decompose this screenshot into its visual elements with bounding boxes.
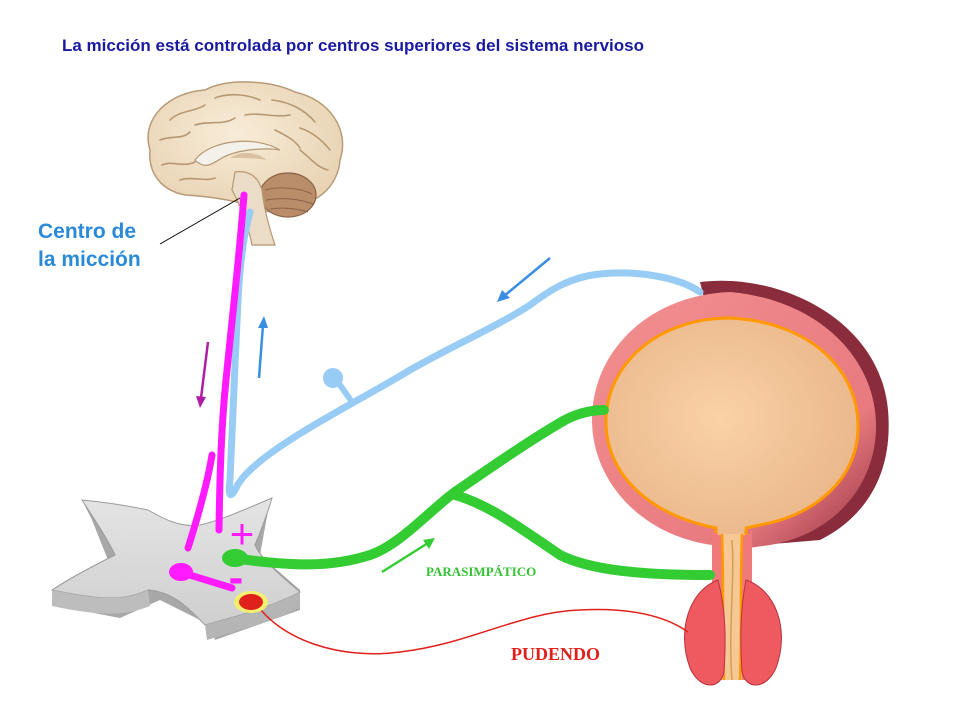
parasympathetic-neuron-body (222, 549, 248, 567)
sensory-terminal (323, 368, 343, 388)
sensory-flow-arrow (497, 257, 551, 302)
excitatory-sign: + (230, 510, 255, 557)
inhibitory-interneuron-body (169, 563, 193, 581)
descending-pathway (215, 191, 248, 534)
ascending-sensory-pathway (225, 208, 704, 499)
micturition-center-label-line2: la micción (38, 248, 141, 271)
bladder-illustration (592, 280, 889, 686)
pudendal-label: PUDENDO (511, 644, 600, 664)
descending-branch (184, 451, 216, 552)
micturition-center-label-line1: Centro de (38, 220, 137, 243)
ascending-flow-arrow (257, 316, 268, 379)
descending-flow-arrow (196, 341, 210, 408)
brain-illustration (147, 81, 344, 246)
micturition-center-label: Centro de la micción (38, 218, 141, 274)
page-title: La micción está controlada por centros s… (62, 36, 644, 55)
inhibitory-sign: - (229, 553, 244, 602)
center-leader-line (159, 197, 241, 245)
parasympathetic-branch (450, 490, 715, 580)
sensory-branch (337, 382, 355, 405)
parasympathetic-label: PARASIMPÁTICO (426, 564, 537, 579)
pudendal-neuron-body (239, 594, 263, 610)
pudendal-pathway (254, 601, 689, 655)
parasympathetic-flow-arrow (381, 538, 435, 574)
